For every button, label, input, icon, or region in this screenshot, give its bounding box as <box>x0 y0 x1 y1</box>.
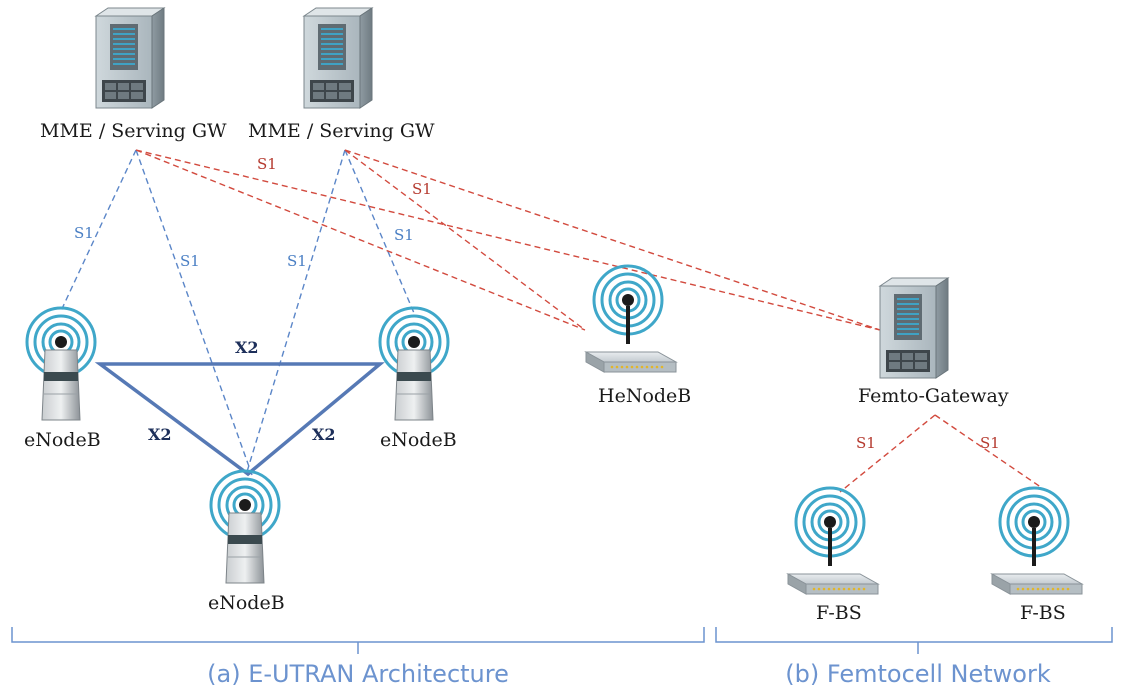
server-icon <box>303 7 373 109</box>
s1-label: S1 <box>394 226 414 244</box>
mme-server-right: MME / Serving GW <box>248 7 435 142</box>
femto-gateway: Femto-Gateway <box>858 277 1009 407</box>
caption-e-utran: (a) E-UTRAN Architecture <box>207 660 509 688</box>
s1-label: S1 <box>412 180 432 198</box>
enodeb-label: eNodeB <box>380 429 457 451</box>
router-icon <box>992 488 1082 594</box>
x2-label: X2 <box>148 425 172 444</box>
brace-right <box>715 627 1113 654</box>
router-icon <box>788 488 878 594</box>
x2-links <box>94 362 385 477</box>
server-icon <box>879 277 949 379</box>
enodeb-label: eNodeB <box>208 592 285 614</box>
mme-label: MME / Serving GW <box>248 120 435 142</box>
s1-label: S1 <box>257 155 277 173</box>
brace-left <box>11 627 705 654</box>
henodeb-label: HeNodeB <box>598 385 691 407</box>
s1-label: S1 <box>980 434 1000 452</box>
s1-label: S1 <box>180 252 200 270</box>
enodeb-left: eNodeB <box>24 308 101 451</box>
fbs-label: F-BS <box>1020 602 1066 624</box>
tower-icon <box>211 471 279 583</box>
enodeb-label: eNodeB <box>24 429 101 451</box>
server-icon <box>95 7 165 109</box>
fbs-left: F-BS <box>788 488 878 624</box>
enodeb-right: eNodeB <box>380 308 457 451</box>
s1-red-links <box>135 149 1049 493</box>
s1-blue-links <box>59 149 415 476</box>
mme-label: MME / Serving GW <box>40 120 227 142</box>
fbs-label: F-BS <box>816 602 862 624</box>
s1-label: S1 <box>74 224 94 242</box>
henodeb: HeNodeB <box>586 266 691 407</box>
s1-label: S1 <box>287 252 307 270</box>
x2-label: X2 <box>312 425 336 444</box>
mme-server-left: MME / Serving GW <box>40 7 227 142</box>
caption-femtocell: (b) Femtocell Network <box>785 660 1051 688</box>
fbs-right: F-BS <box>992 488 1082 624</box>
s1-label: S1 <box>856 434 876 452</box>
router-icon <box>586 266 676 372</box>
x2-label: X2 <box>235 338 259 357</box>
tower-icon <box>380 308 448 420</box>
femto-gateway-label: Femto-Gateway <box>858 385 1009 407</box>
enodeb-bottom: eNodeB <box>208 471 285 614</box>
tower-icon <box>27 308 95 420</box>
